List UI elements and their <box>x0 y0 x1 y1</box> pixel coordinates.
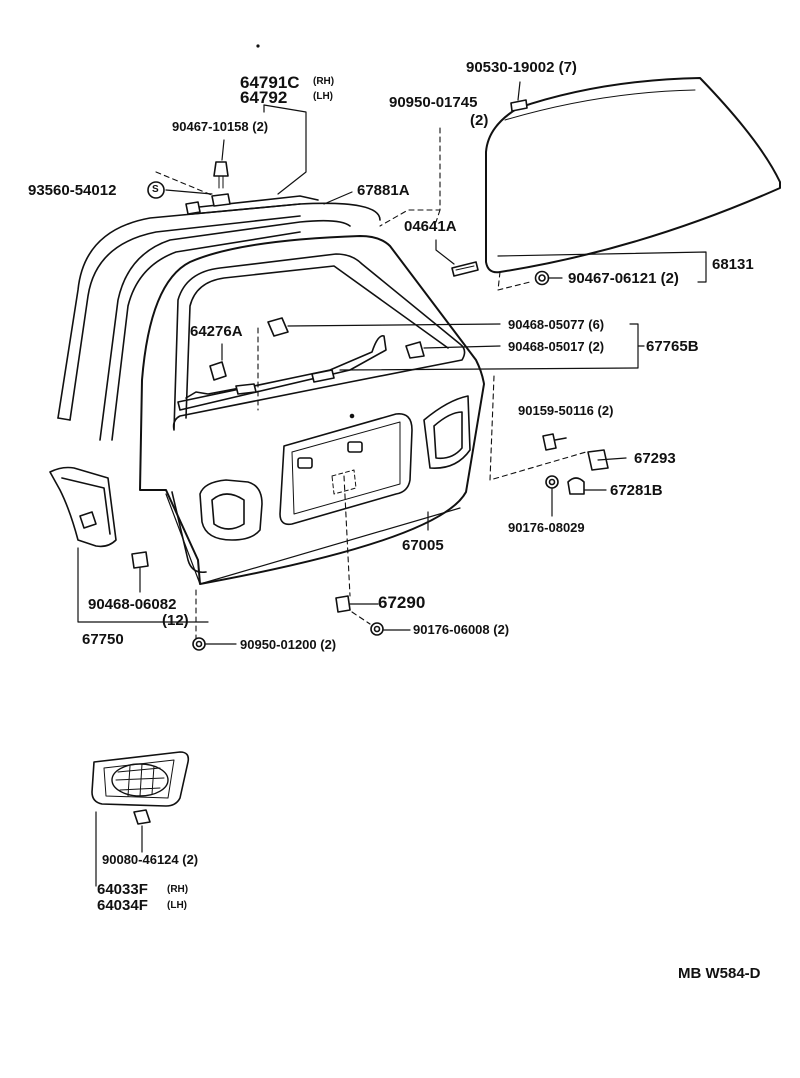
part-label-64034f: 64034F <box>97 897 148 914</box>
part-label-90950-01200: 90950-01200 (2) <box>240 637 337 652</box>
part-label-90467-06121: 90467-06121 (2) <box>568 270 679 287</box>
leader-lines <box>77 81 707 887</box>
trim-clip-90468-05077 <box>267 317 289 337</box>
part-label-67293: 67293 <box>634 450 676 467</box>
part-label-90468-05077: 90468-05077 (6) <box>508 317 605 332</box>
part-side-lh: (LH) <box>313 91 333 102</box>
back-window-glass <box>485 77 781 274</box>
part-side-64034f: (LH) <box>167 900 187 911</box>
part-label-90467-10158: 90467-10158 (2) <box>172 119 269 134</box>
glass-dam-04641a <box>451 261 479 277</box>
trim-clip-64276a <box>209 361 227 381</box>
part-label-68131: 68131 <box>712 256 754 273</box>
part-label-67750: 67750 <box>82 631 124 648</box>
ventilator-louver <box>91 751 190 807</box>
glass-nut-90467-06121 <box>534 270 550 286</box>
nut-90176-08029 <box>545 475 559 489</box>
part-label-04641a: 04641A <box>404 218 457 235</box>
part-label-64792: 64792 <box>240 88 288 107</box>
nut-90176-06008 <box>370 622 384 636</box>
part-label-67005: 67005 <box>402 537 444 554</box>
bolt-90159-50116 <box>542 433 567 451</box>
moulding-clip-90467-10158 <box>213 161 229 189</box>
part-label-90080-46124: 90080-46124 (2) <box>102 852 199 867</box>
part-label-90530-19002: 90530-19002 (7) <box>466 59 577 76</box>
glass-spacer-clip <box>510 99 528 112</box>
part-label-90176-06008: 90176-06008 (2) <box>413 622 510 637</box>
diagram-code: MB W584-D <box>678 965 761 982</box>
stopper-67290 <box>335 595 351 613</box>
trim-clip-90468-05017 <box>405 341 425 359</box>
part-label-64791c: 64791C <box>240 73 300 92</box>
part-side-rh: (RH) <box>313 76 335 87</box>
cushion-67281b <box>567 477 585 495</box>
part-label-93560-54012: 93560-54012 <box>28 182 117 199</box>
dashed-leader-lines <box>155 127 587 639</box>
part-label-64276a: 64276A <box>190 323 243 340</box>
trim-clip-90468-06082 <box>131 551 149 569</box>
part-label-90176-08029: 90176-08029 <box>508 520 585 535</box>
sealer-symbol-letter: S <box>152 184 159 195</box>
back-door-trim-frame <box>177 335 387 411</box>
louver-clip-90080-46124 <box>133 809 151 825</box>
part-side-64033f: (RH) <box>167 884 189 895</box>
part-label-90159-50116: 90159-50116 (2) <box>518 403 614 418</box>
part-label-67765b: 67765B <box>646 338 699 355</box>
part-qty-90468-06082: (12) <box>162 612 189 629</box>
weatherstrip-67881a <box>57 202 381 441</box>
part-label-90468-06082: 90468-06082 <box>88 596 177 613</box>
back-door-panel <box>139 235 485 585</box>
part-label-67881a: 67881A <box>357 182 410 199</box>
roof-moulding-64791c <box>185 193 319 215</box>
plug-90950-01200 <box>192 637 206 651</box>
part-qty-90950-01745: (2) <box>470 112 489 129</box>
trim-board-67750 <box>49 466 117 548</box>
sealer-symbol <box>147 181 165 199</box>
part-label-64033f: 64033F <box>97 881 148 898</box>
part-label-67281b: 67281B <box>610 482 663 499</box>
part-label-90950-01745: 90950-01745 <box>389 94 478 111</box>
part-label-90468-05017: 90468-05017 (2) <box>508 339 605 354</box>
part-label-67290: 67290 <box>378 593 426 612</box>
